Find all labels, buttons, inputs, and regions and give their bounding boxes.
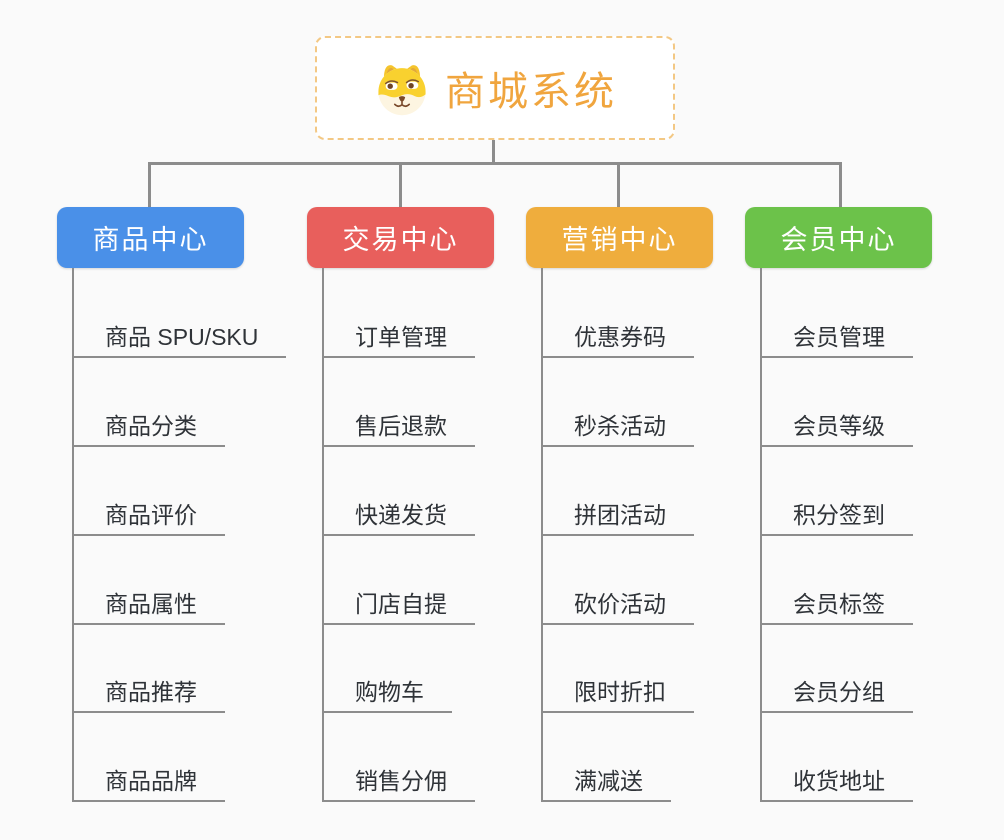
branch-node-trade-center[interactable]: 交易中心 [307, 207, 494, 268]
root-node[interactable]: 商城系统 [315, 36, 675, 140]
leaf-node[interactable]: 秒杀活动 [541, 413, 694, 447]
leaf-node[interactable]: 拼团活动 [541, 502, 694, 536]
leaf-node[interactable]: 满减送 [541, 768, 671, 802]
connector-drop-2 [399, 162, 402, 208]
dog-face-icon [373, 59, 431, 117]
leaf-node[interactable]: 收货地址 [760, 768, 913, 802]
leaf-node[interactable]: 商品属性 [72, 591, 225, 625]
leaf-node[interactable]: 商品 SPU/SKU [72, 324, 287, 358]
leaf-node[interactable]: 商品评价 [72, 502, 225, 536]
leaf-node[interactable]: 门店自提 [322, 591, 475, 625]
connector-rail [148, 162, 842, 165]
leaf-node[interactable]: 砍价活动 [541, 591, 694, 625]
root-title: 商城系统 [445, 70, 617, 114]
branch-node-member-center[interactable]: 会员中心 [745, 207, 932, 268]
leaf-node[interactable]: 商品品牌 [72, 768, 225, 802]
leaf-node[interactable]: 商品分类 [72, 413, 225, 447]
leaf-node[interactable]: 销售分佣 [322, 768, 475, 802]
leaf-node[interactable]: 会员等级 [760, 413, 913, 447]
leaf-node[interactable]: 购物车 [322, 679, 452, 713]
leaf-node[interactable]: 会员标签 [760, 591, 913, 625]
connector-root-drop [492, 140, 495, 164]
connector-drop-4 [839, 162, 842, 208]
branch-node-marketing-center[interactable]: 营销中心 [526, 207, 713, 268]
leaf-node[interactable]: 积分签到 [760, 502, 913, 536]
branch-node-product-center[interactable]: 商品中心 [57, 207, 244, 268]
leaf-node[interactable]: 会员管理 [760, 324, 913, 358]
connector-drop-1 [148, 162, 151, 208]
leaf-node[interactable]: 订单管理 [322, 324, 475, 358]
leaf-node[interactable]: 售后退款 [322, 413, 475, 447]
leaf-node[interactable]: 快递发货 [322, 502, 475, 536]
leaf-node[interactable]: 会员分组 [760, 679, 913, 713]
leaf-node[interactable]: 优惠券码 [541, 324, 694, 358]
connector-drop-3 [617, 162, 620, 208]
leaf-node[interactable]: 限时折扣 [541, 679, 694, 713]
leaf-node[interactable]: 商品推荐 [72, 679, 225, 713]
